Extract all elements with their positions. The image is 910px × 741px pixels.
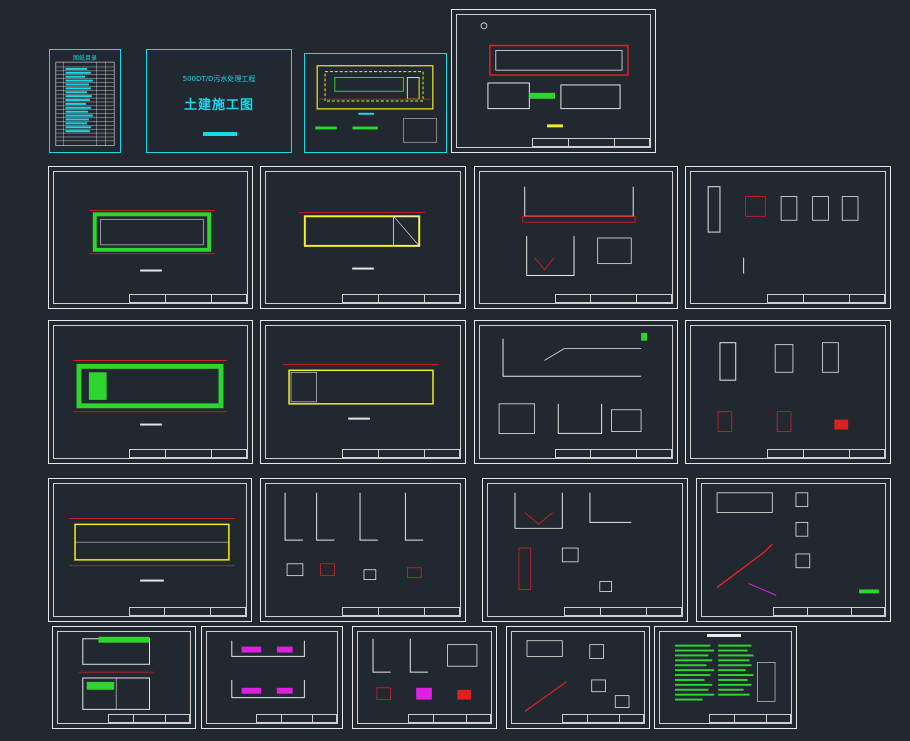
sheet-room-plans[interactable] (52, 626, 196, 729)
index-title: 图纸目录 (72, 55, 97, 62)
sheet-wall-sections[interactable] (260, 478, 466, 622)
sheet-sections-a[interactable] (474, 166, 678, 309)
sheet-stair-sections[interactable] (506, 626, 650, 729)
sheet-general-plan[interactable] (451, 9, 656, 153)
sheet-slab-plan[interactable] (48, 320, 253, 464)
cover-project-name: 500DT/D污水处理工程 (182, 75, 256, 83)
site-plan-drawing (315, 65, 437, 143)
cover-underline (203, 132, 237, 136)
sheet-drawing-index[interactable]: 图纸目录 (49, 49, 121, 153)
wall-sections-drawing (284, 492, 424, 580)
sheet-floor-plan[interactable] (260, 166, 466, 309)
foundation-plan-drawing (88, 209, 216, 272)
sheet-details-a[interactable] (685, 166, 891, 309)
general-plan-drawing (480, 22, 629, 128)
structure-plan-drawing (69, 518, 235, 582)
sheet-details-b[interactable] (685, 320, 891, 464)
notes-heading (707, 634, 741, 637)
sheet-tank-sections[interactable] (201, 626, 343, 729)
sheet-foundation-plan[interactable] (48, 166, 253, 309)
design-notes-text (675, 644, 776, 702)
stair-details-drawing (716, 492, 879, 596)
roof-plan-drawing (283, 363, 439, 420)
tank-sections-drawing (231, 640, 305, 699)
room-plans-drawing (78, 636, 154, 710)
sheet-cover[interactable]: 500DT/D污水处理工程 土建施工图 (146, 49, 292, 153)
sheet-node-details[interactable] (352, 626, 497, 729)
cover-title: 土建施工图 (183, 98, 254, 113)
stair-sections-drawing (524, 640, 630, 712)
sheet-structure-plan[interactable] (48, 478, 252, 622)
details-b-drawing (717, 342, 849, 432)
sheet-stair-details[interactable] (696, 478, 891, 622)
sump-details-drawing (514, 492, 632, 592)
sections-b-drawing (498, 332, 647, 434)
sheet-site-plan[interactable] (304, 53, 447, 153)
floor-plan-drawing (298, 211, 426, 270)
sheet-design-notes[interactable] (654, 626, 797, 729)
node-details-drawing (372, 638, 478, 700)
details-a-drawing (707, 186, 859, 274)
sheet-sections-b[interactable] (474, 320, 678, 464)
sheet-sump-details[interactable] (482, 478, 688, 622)
index-table (55, 61, 115, 147)
slab-plan-drawing (73, 360, 227, 426)
sheet-roof-plan[interactable] (260, 320, 466, 464)
sections-a-drawing (522, 186, 636, 276)
